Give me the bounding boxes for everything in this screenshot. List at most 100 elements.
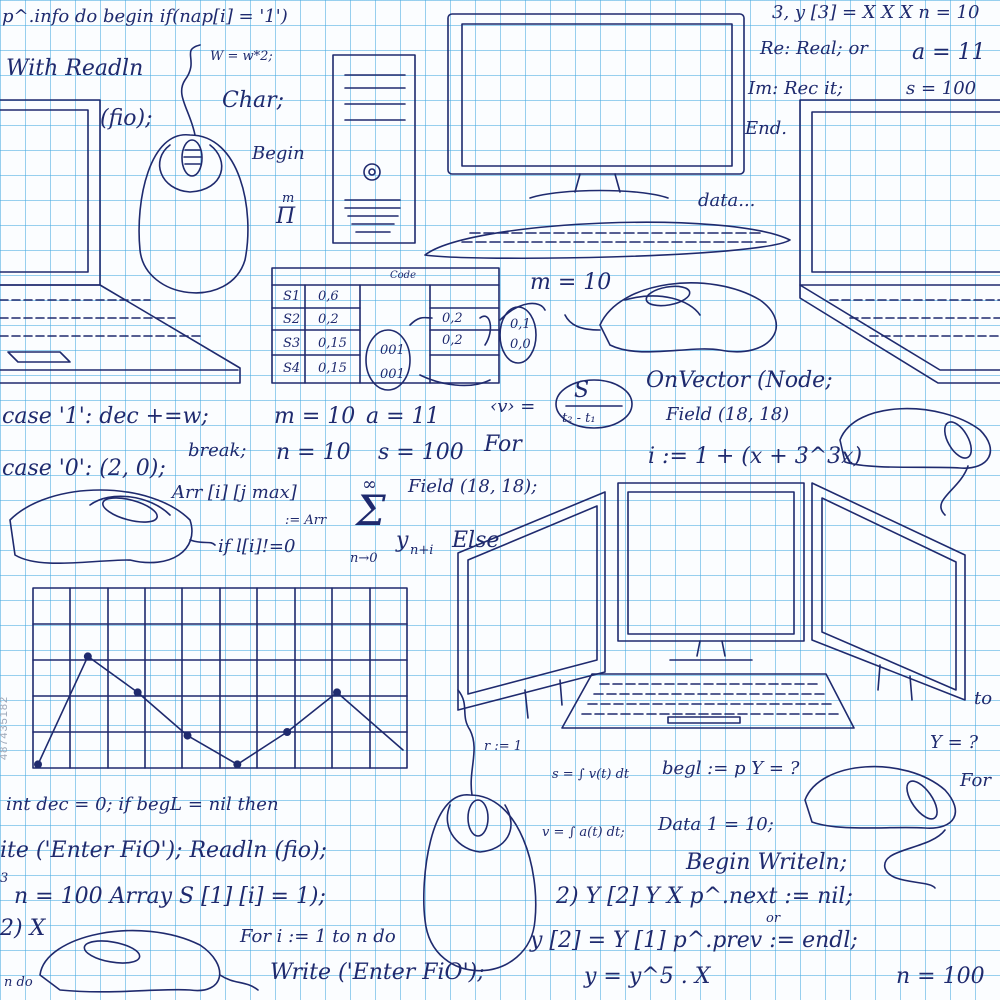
table-row-label: S1 xyxy=(283,289,301,304)
n-do-note: n do xyxy=(4,975,33,990)
field-mid-note: Field (18, 18); xyxy=(408,476,538,497)
n-100-bottom-note: n = 100 xyxy=(896,964,985,989)
desktop-monitor-icon xyxy=(618,483,804,660)
table-code-label: Code xyxy=(390,270,416,281)
table-right-value: 0,2 xyxy=(442,333,463,348)
r-1-note: r := 1 xyxy=(484,739,523,754)
computer-mouse-icon xyxy=(10,490,215,563)
table-row-label: S3 xyxy=(283,336,301,351)
line-graph-icon xyxy=(33,588,407,768)
graph-point xyxy=(233,760,242,769)
keyboard-icon xyxy=(425,222,790,258)
top-right-formula-note: 3, y [3] = X X X n = 10 xyxy=(772,2,980,23)
sigma-icon: Σ xyxy=(356,486,386,535)
graph-point xyxy=(333,688,341,697)
case-1-note: case '1': dec +=w; xyxy=(2,404,209,429)
to-note: to xyxy=(974,688,993,709)
code-table xyxy=(272,268,545,390)
laptop-icon xyxy=(800,100,1000,383)
computer-mouse-icon xyxy=(40,931,258,992)
v-integral-note: v = ∫ a(t) dt; xyxy=(542,825,625,840)
m-10-table-note: m = 10 xyxy=(530,270,612,295)
table-bottom-value: 001 xyxy=(380,343,405,358)
fraction-denominator: t₂ - t₁ xyxy=(562,411,596,426)
table-row-label: S4 xyxy=(283,361,301,376)
desktop-monitor-icon xyxy=(812,483,965,700)
if-line-note: if l[i]!=0 xyxy=(218,536,296,557)
a-11-note: a = 11 xyxy=(912,40,986,65)
dec-line-note: int dec = 0; if begL = nil then xyxy=(6,794,279,815)
assign-arr-note: := Arr xyxy=(285,513,327,528)
begl-note: begl := p Y = ? xyxy=(662,758,800,779)
left-3-note: 3 xyxy=(0,871,9,886)
table-row-value: 0,15 xyxy=(318,361,347,376)
desktop-monitor-icon xyxy=(448,14,744,198)
graph-point xyxy=(34,760,42,769)
enter-fio-note: ite ('Enter FiO'); Readln (fio); xyxy=(0,838,327,863)
code-info-note: p^.info do begin if(nap[i] = '1') xyxy=(2,6,288,27)
computer-mouse-icon xyxy=(840,409,990,515)
table-row-label: S2 xyxy=(283,312,301,327)
n-10-note: n = 10 xyxy=(276,440,351,465)
s-integral-note: s = ∫ v(t) dt xyxy=(552,767,630,782)
system-unit-icon xyxy=(333,55,415,243)
pi-m-note: m xyxy=(282,191,295,206)
table-row-value: 0,2 xyxy=(318,312,339,327)
s-100-note: s = 100 xyxy=(906,78,977,99)
n-100-array-note: n = 100 Array S [1] [i] = 1); xyxy=(14,884,326,909)
break-note: break; xyxy=(188,440,247,461)
onvector-note: OnVector (Node; xyxy=(646,368,833,393)
computer-mouse-icon xyxy=(139,45,248,293)
velocity-eq-note: ‹v› = xyxy=(490,396,536,417)
table-bottom-value: 001 xyxy=(380,367,405,382)
else-note: Else xyxy=(452,528,500,553)
table-row-value: 0,15 xyxy=(318,336,347,351)
fraction-circle xyxy=(555,379,633,429)
data-note: data... xyxy=(698,190,756,211)
end-note: End. xyxy=(745,118,787,139)
case-0-note: case '0': (2, 0); xyxy=(2,456,166,481)
write-fio-note: Write ('Enter FiO'); xyxy=(270,960,485,985)
sum-limit: n→0 xyxy=(350,551,378,566)
stock-stamp: 487435182 xyxy=(0,695,10,760)
i-formula-note: i := 1 + (x + 3^3x) xyxy=(648,444,863,469)
laptop-icon xyxy=(0,100,240,383)
y-prev-note: y [2] = Y [1] p^.prev := endl; xyxy=(530,928,858,953)
pi-note: Π xyxy=(276,204,296,229)
y-5-note: y = y^5 . X xyxy=(584,964,711,989)
computer-mouse-icon xyxy=(565,283,776,352)
computer-mouse-icon xyxy=(424,690,536,971)
computer-mouse-icon xyxy=(805,767,955,888)
fio-note: (fio); xyxy=(100,106,153,131)
graph-point xyxy=(183,731,192,740)
y2-note: 2) Y [2] Y X p^.next := nil; xyxy=(556,884,853,909)
table-right-value: 0,2 xyxy=(442,311,463,326)
desktop-monitor-icon xyxy=(458,492,605,718)
table-row-value: 0,6 xyxy=(318,289,339,304)
graph-point xyxy=(283,728,292,736)
begin-note: Begin xyxy=(252,143,305,164)
with-readln-note: With Readln xyxy=(6,56,144,81)
m-10-note: m = 10 xyxy=(274,404,356,429)
sum-body: y xyxy=(396,528,409,553)
left-2x-note: 2) X xyxy=(0,916,46,941)
table-circle-value: 0,1 xyxy=(510,317,531,332)
y-question-note: Y = ? xyxy=(930,732,979,753)
sum-subscript: n+i xyxy=(410,543,434,558)
w-assign-note: W = w*2; xyxy=(210,49,273,64)
graph-point xyxy=(83,652,92,661)
or-note: or xyxy=(766,911,781,926)
for-mid-note: For xyxy=(484,432,522,457)
graph-point xyxy=(133,688,142,697)
field-right-note: Field (18, 18) xyxy=(666,404,790,425)
data-10-note: Data 1 = 10; xyxy=(658,814,774,835)
char-note: Char; xyxy=(222,88,285,113)
re-real-note: Re: Real; or xyxy=(760,38,868,59)
s-100-mid-note: s = 100 xyxy=(378,440,464,465)
im-rec-note: Im: Rec it; xyxy=(748,78,844,99)
a-11-mid-note: a = 11 xyxy=(366,404,440,429)
begin-writeln-note: Begin Writeln; xyxy=(686,850,848,875)
arr-index-note: Arr [i] [j max] xyxy=(172,482,297,503)
